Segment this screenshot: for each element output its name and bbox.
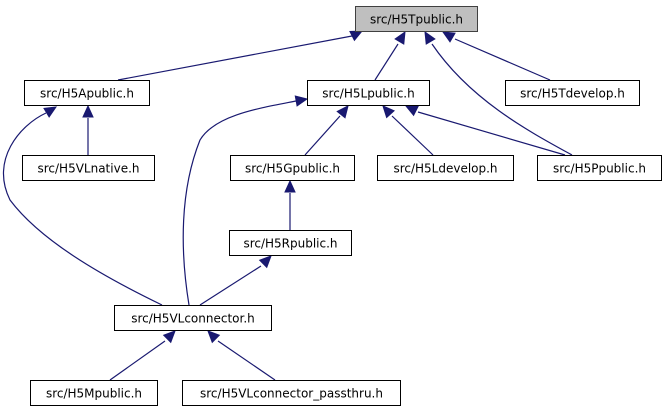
- edge-H5VLconnector-to-H5Lpublic: [182, 95, 309, 306]
- arrowhead-icon: [162, 330, 176, 344]
- node-H5Apublic[interactable]: src/H5Apublic.h: [24, 80, 150, 106]
- edge-line: [199, 265, 262, 306]
- edge-H5Rpublic-to-H5Gpublic: [284, 179, 296, 230]
- arrowhead-icon: [349, 30, 364, 42]
- node-label[interactable]: src/H5Tdevelop.h: [520, 87, 625, 101]
- arrowhead-icon: [43, 106, 58, 118]
- node-box[interactable]: [30, 380, 158, 406]
- edge-line: [374, 43, 399, 81]
- arrowhead-icon: [82, 104, 94, 118]
- edge-H5VLnative-to-H5Apublic: [82, 104, 94, 155]
- node-label[interactable]: src/H5VLnative.h: [37, 162, 139, 176]
- edge-H5Tdevelop-to-H5Tpublic: [441, 31, 551, 81]
- edge-line: [454, 38, 551, 81]
- node-H5Ppublic[interactable]: src/H5Ppublic.h: [537, 155, 662, 181]
- node-label[interactable]: src/H5Lpublic.h: [322, 87, 414, 101]
- node-box[interactable]: [355, 6, 478, 32]
- node-box[interactable]: [230, 155, 355, 181]
- edge-H5Mpublic-to-H5VLconnector: [109, 330, 176, 381]
- node-H5Ldevelop[interactable]: src/H5Ldevelop.h: [377, 155, 514, 181]
- edge-line: [217, 340, 276, 381]
- node-box[interactable]: [22, 155, 155, 181]
- arrowhead-icon: [394, 30, 406, 45]
- node-H5Tpublic[interactable]: src/H5Tpublic.h: [355, 6, 478, 32]
- edge-line: [182, 100, 297, 306]
- edge-line: [417, 111, 566, 156]
- node-label[interactable]: src/H5Rpublic.h: [243, 237, 337, 251]
- node-label[interactable]: src/H5VLconnector.h: [131, 312, 255, 326]
- edge-H5Ppublic-to-H5Lpublic: [404, 105, 566, 156]
- node-H5VLconnector_passthru[interactable]: src/H5VLconnector_passthru.h: [182, 380, 401, 406]
- arrowhead-icon: [404, 105, 419, 117]
- edge-line: [109, 340, 166, 381]
- arrowhead-icon: [284, 179, 296, 193]
- arrowhead-icon: [441, 31, 456, 43]
- node-box[interactable]: [537, 155, 662, 181]
- edge-line: [304, 115, 341, 156]
- node-label[interactable]: src/H5Ppublic.h: [553, 162, 646, 176]
- edge-H5Ldevelop-to-H5Lpublic: [382, 105, 434, 156]
- node-H5Tdevelop[interactable]: src/H5Tdevelop.h: [505, 80, 640, 106]
- edge-line: [3, 112, 163, 306]
- node-H5Mpublic[interactable]: src/H5Mpublic.h: [30, 380, 158, 406]
- node-H5Gpublic[interactable]: src/H5Gpublic.h: [230, 155, 355, 181]
- node-H5Lpublic[interactable]: src/H5Lpublic.h: [307, 80, 430, 106]
- edge-H5Apublic-to-H5Tpublic: [117, 30, 364, 81]
- edge-H5Lpublic-to-H5Tpublic: [374, 30, 406, 81]
- edge-H5Ppublic-to-H5Tpublic: [424, 30, 573, 156]
- node-H5VLconnector[interactable]: src/H5VLconnector.h: [114, 305, 272, 331]
- edge-line: [431, 43, 573, 156]
- node-H5VLnative[interactable]: src/H5VLnative.h: [22, 155, 155, 181]
- arrowhead-icon: [382, 105, 395, 119]
- node-box[interactable]: [505, 80, 640, 106]
- node-box[interactable]: [182, 380, 401, 406]
- node-label[interactable]: src/H5VLconnector_passthru.h: [200, 387, 383, 401]
- node-H5Rpublic[interactable]: src/H5Rpublic.h: [229, 230, 352, 256]
- arrowhead-icon: [294, 95, 309, 107]
- edge-H5Gpublic-to-H5Lpublic: [304, 105, 349, 156]
- node-box[interactable]: [24, 80, 150, 106]
- node-box[interactable]: [114, 305, 272, 331]
- arrowhead-icon: [258, 255, 272, 269]
- edge-line: [117, 35, 353, 81]
- edge-line: [391, 115, 434, 156]
- node-label[interactable]: src/H5Apublic.h: [40, 87, 134, 101]
- arrowhead-icon: [207, 330, 221, 344]
- node-box[interactable]: [307, 80, 430, 106]
- node-label[interactable]: src/H5Gpublic.h: [245, 162, 340, 176]
- edge-H5VLconnector-to-H5Rpublic: [199, 255, 272, 306]
- node-label[interactable]: src/H5Mpublic.h: [46, 387, 142, 401]
- node-box[interactable]: [229, 230, 352, 256]
- node-label[interactable]: src/H5Tpublic.h: [370, 13, 463, 27]
- edge-H5VLconnector_passthru-to-H5VLconnector: [207, 330, 276, 381]
- arrowhead-icon: [424, 30, 436, 45]
- node-box[interactable]: [377, 155, 514, 181]
- node-label[interactable]: src/H5Ldevelop.h: [393, 162, 497, 176]
- edge-H5VLconnector-to-H5Apublic: [3, 106, 163, 306]
- arrowhead-icon: [336, 105, 349, 119]
